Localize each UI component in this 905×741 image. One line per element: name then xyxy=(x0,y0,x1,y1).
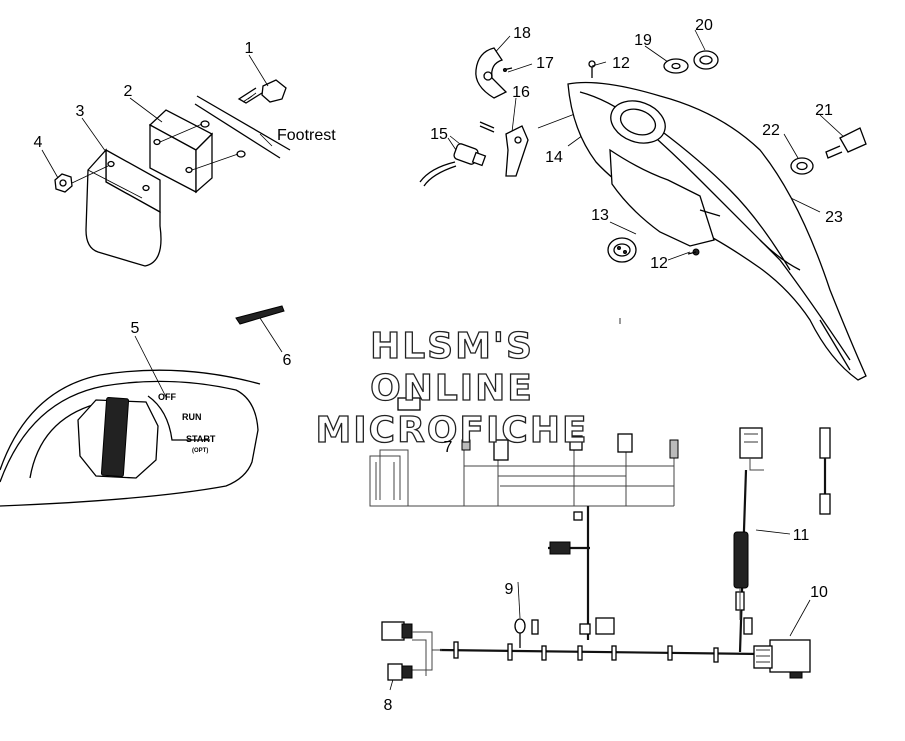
callout-12-top: 12 xyxy=(612,55,630,72)
callout-10: 10 xyxy=(810,584,828,601)
fender-housing xyxy=(567,81,867,381)
footrest-assembly xyxy=(54,79,291,267)
decal-strip xyxy=(235,305,285,325)
callout-2: 2 xyxy=(124,83,133,100)
watermark-line2: ONLINE xyxy=(370,368,534,409)
wiring-harness xyxy=(369,397,831,681)
callout-7: 7 xyxy=(444,439,453,456)
ignition-switch-panel: OFF RUN START (OPT) xyxy=(0,369,261,507)
callout-22: 22 xyxy=(762,122,780,139)
watermark: HLSM'S ONLINE MICROFICHE xyxy=(315,325,588,451)
callout-17: 17 xyxy=(536,55,554,72)
callout-8: 8 xyxy=(384,697,393,714)
watermark-line1: HLSM'S xyxy=(370,326,534,367)
callout-16: 16 xyxy=(512,84,530,101)
callout-6: 6 xyxy=(283,352,292,369)
switch-components xyxy=(419,47,867,263)
callout-23: 23 xyxy=(825,209,843,226)
callout-13: 13 xyxy=(591,207,609,224)
callout-19: 19 xyxy=(634,32,652,49)
callout-labels: 1 2 3 4 5 6 7 8 9 10 11 12 12 13 14 15 1… xyxy=(34,17,843,714)
callout-12-bottom: 12 xyxy=(650,255,668,272)
callout-11: 11 xyxy=(793,527,810,544)
callout-14: 14 xyxy=(545,149,563,166)
callout-5: 5 xyxy=(131,320,140,337)
switch-start-label: START xyxy=(186,434,216,444)
switch-run-label: RUN xyxy=(182,412,202,422)
callout-21: 21 xyxy=(815,102,833,119)
callout-15: 15 xyxy=(430,126,448,143)
callout-20: 20 xyxy=(695,17,713,34)
callout-4: 4 xyxy=(34,134,43,151)
footrest-label: Footrest xyxy=(277,127,336,144)
watermark-line3: MICROFICHE xyxy=(315,410,588,451)
switch-off-label: OFF xyxy=(158,392,176,402)
switch-start-sub-label: (OPT) xyxy=(192,448,208,454)
callout-1: 1 xyxy=(245,40,254,57)
callout-18: 18 xyxy=(513,25,531,42)
callout-3: 3 xyxy=(76,103,85,120)
callout-9: 9 xyxy=(505,581,514,598)
